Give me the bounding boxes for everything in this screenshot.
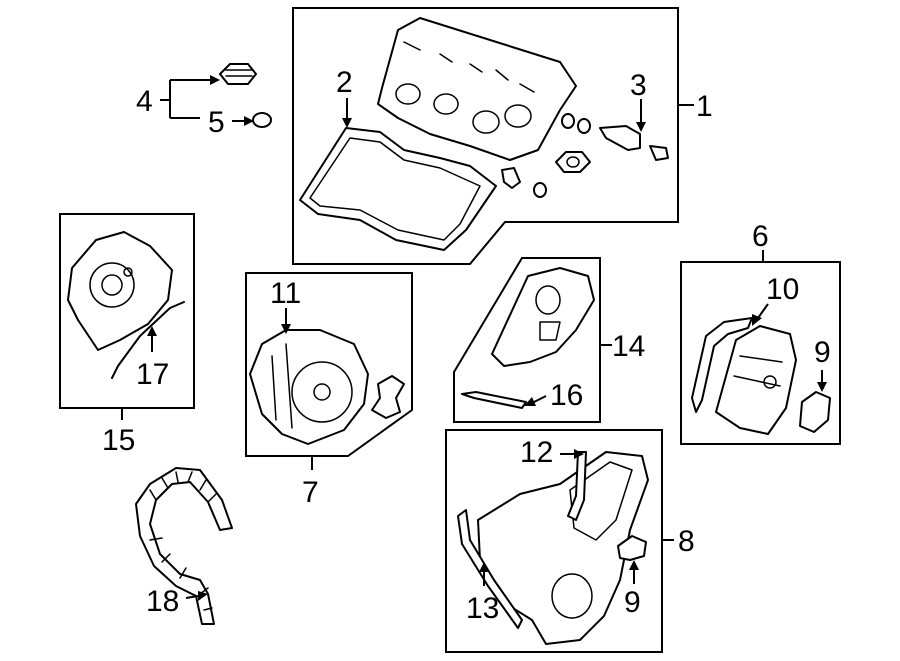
timing-cover-group-6 [680,250,841,445]
timing-belt [135,467,233,625]
timing-cover-group-15 [59,213,195,420]
callout-11: 11 [270,277,301,310]
water-pump-group [245,272,413,470]
cover-seal-13 [457,509,523,629]
water-pump-gasket [371,375,405,419]
group-6-frame [680,261,841,445]
callout-13: 13 [466,592,499,625]
callout-10: 10 [766,273,799,306]
middle-timing-cover [491,267,595,367]
group-7-frame [245,272,413,457]
cover-bracket-a [799,391,831,433]
timing-cover-group-14 [453,257,612,423]
cover-bracket-b [617,535,647,561]
callout-17: 17 [136,358,169,391]
upper-timing-cover [715,325,797,435]
callout-14: 14 [612,330,645,363]
callout-1: 1 [696,90,713,123]
timing-cover-gasket [691,317,753,413]
valve-cover [377,17,577,161]
callout-9-lower: 9 [624,586,641,619]
valve-cover-gasket [299,127,497,251]
group-8-frame [445,429,663,653]
group-15-frame [59,213,195,409]
oil-filler-cap [219,63,257,85]
pcv-valve-tip [649,145,669,161]
cover-seal-12 [567,451,587,521]
group-1-frame [292,7,679,265]
timing-cover-group-8 [445,429,674,653]
oil-cap-group [160,63,272,128]
callout-7: 7 [302,476,319,509]
callout-8: 8 [678,525,695,558]
grommet [555,151,591,173]
callout-5: 5 [208,106,225,139]
cover-seal-strip [461,391,527,409]
dipstick-tube [111,301,185,379]
spark-plug-seal-a [561,113,575,129]
callout-15: 15 [102,424,135,457]
oil-cap-seal [252,112,272,128]
valve-cover-group [292,7,694,265]
callout-12: 12 [520,436,553,469]
callout-4: 4 [136,85,153,118]
washer [533,182,547,198]
callout-6: 6 [752,220,769,253]
group-14-frame [453,257,601,423]
water-pump [249,329,369,445]
bolt [501,167,521,189]
callout-16: 16 [550,379,583,412]
callout-9-upper: 9 [814,336,831,369]
callout-2: 2 [336,66,353,99]
callout-18: 18 [146,585,179,618]
spark-plug-seal-b [577,118,591,134]
pcv-valve [599,125,641,151]
callout-3: 3 [630,69,647,102]
